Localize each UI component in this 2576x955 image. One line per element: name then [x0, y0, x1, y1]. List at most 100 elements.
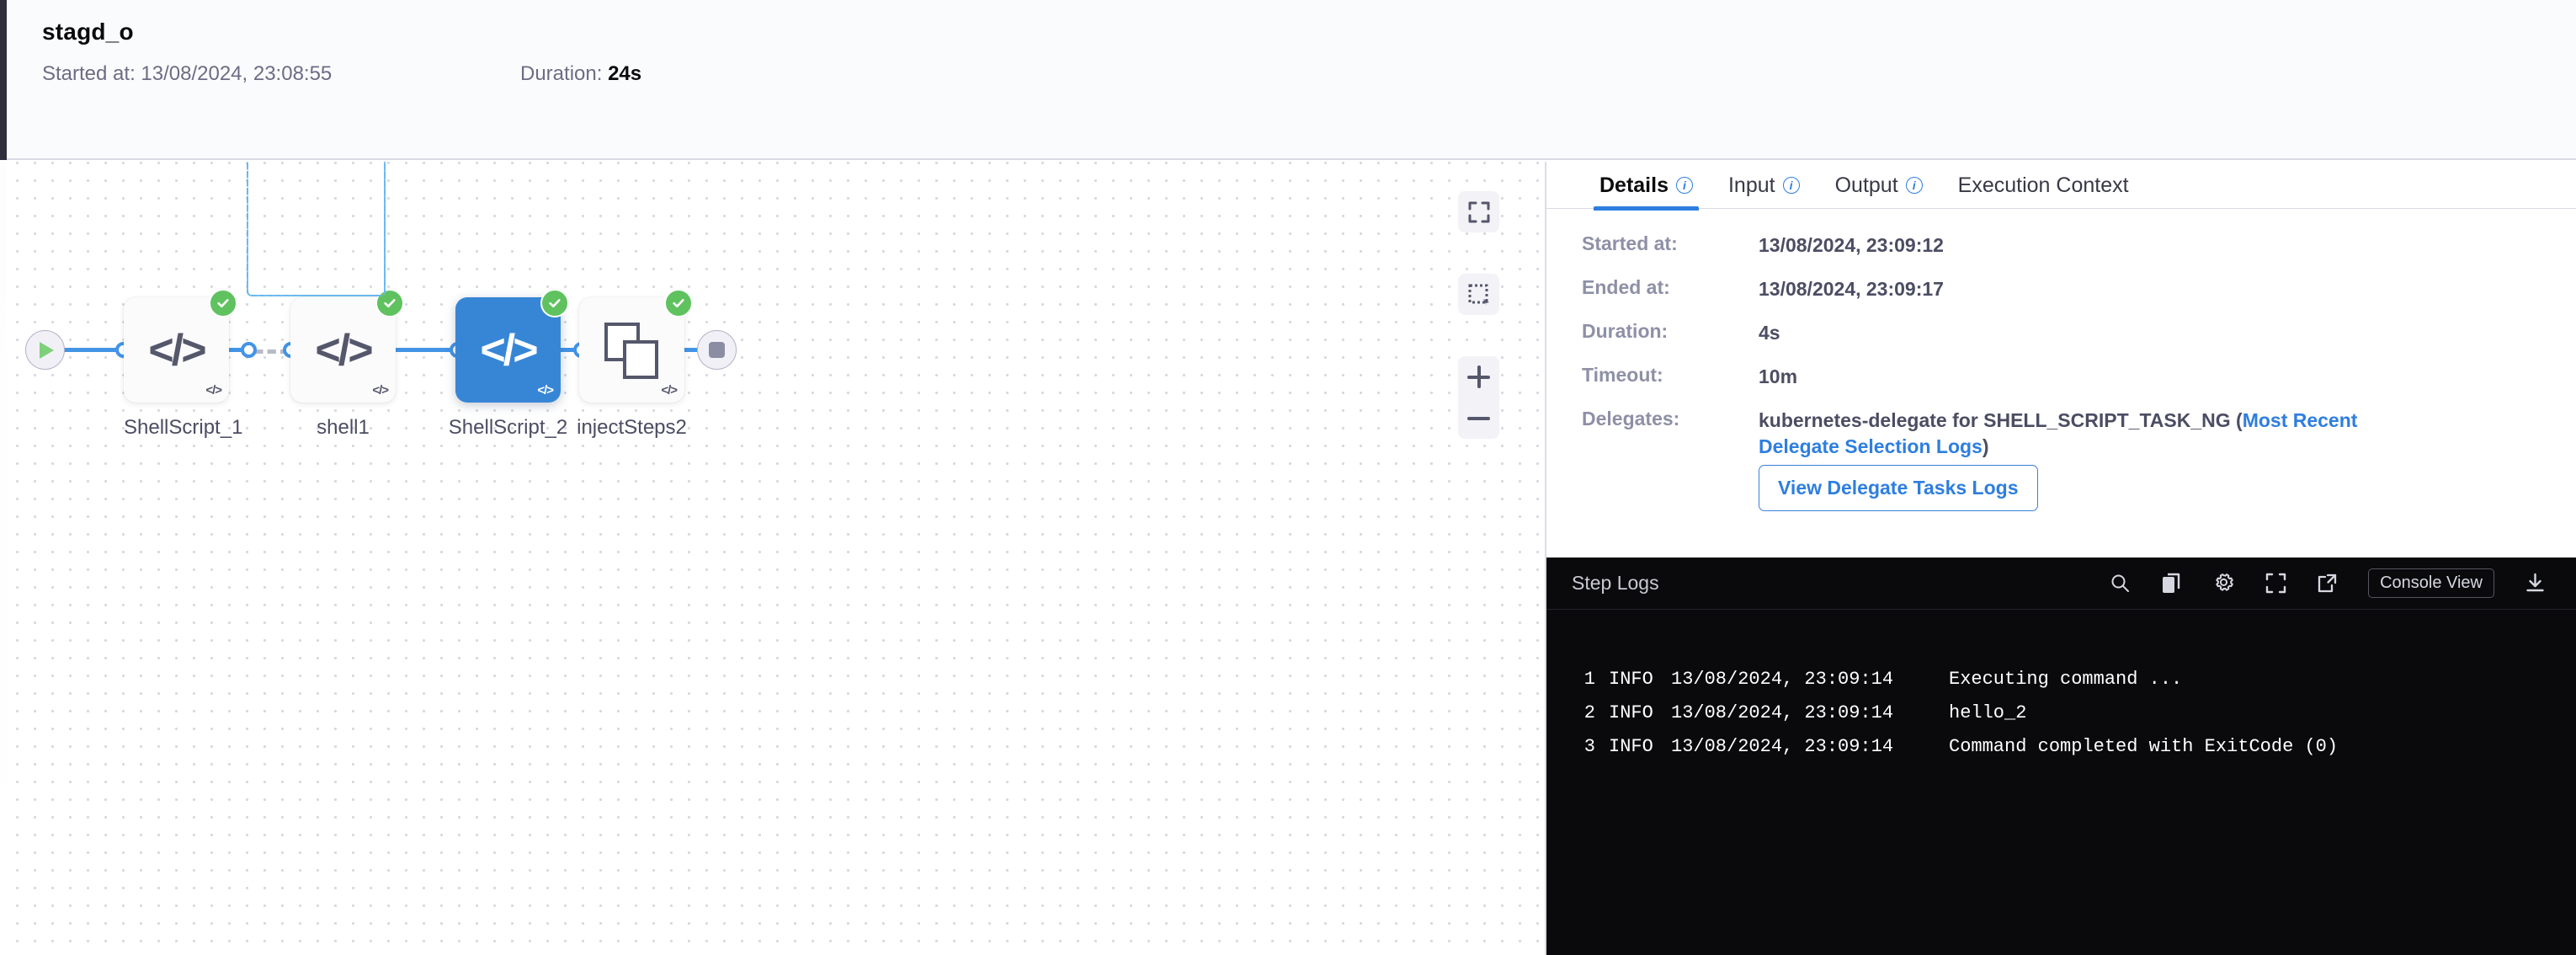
tab-input-label: Input: [1727, 173, 1775, 197]
play-icon: [40, 341, 54, 359]
duration-label: Duration:: [520, 62, 609, 85]
info-icon[interactable]: i: [1782, 177, 1800, 194]
pipeline-canvas[interactable]: </> </> ShellScript_1 </> </> shell1: [0, 162, 1545, 955]
status-badge-success: [664, 289, 693, 317]
log-lines[interactable]: 1 INFO 13/08/2024, 23:09:14 Executing co…: [1546, 610, 2576, 763]
pipeline-start-node[interactable]: [25, 330, 65, 370]
step-label-shell1: shell1: [317, 416, 370, 439]
detail-row-started-at: Started at: 13/08/2024, 23:09:12: [1582, 232, 2541, 259]
execution-header: stagd_o Started at: 13/08/2024, 23:08:55…: [0, 0, 2576, 160]
console-view-toggle[interactable]: Console View: [2368, 568, 2494, 598]
edge-start-to-shellscript1: [49, 348, 125, 352]
info-icon[interactable]: i: [1905, 177, 1923, 194]
detail-row-delegates: Delegates: kubernetes-delegate for SHELL…: [1582, 408, 2541, 512]
step-logs-console: Step Logs: [1546, 558, 2576, 955]
delegates-tail: ): [1982, 435, 1989, 458]
tab-execution-context[interactable]: Execution Context: [1940, 162, 2147, 209]
log-timestamp: 13/08/2024, 23:09:14: [1671, 735, 1894, 757]
step-label-injectsteps2: injectSteps2: [577, 416, 687, 439]
log-line-number: 1: [1583, 668, 1595, 690]
delegates-value: kubernetes-delegate for SHELL_SCRIPT_TAS…: [1759, 408, 2398, 512]
log-message: hello_2: [1949, 702, 2027, 723]
tab-details-label: Details: [1599, 173, 1669, 197]
step-node-shell1[interactable]: </> </>: [290, 289, 404, 403]
started-at-value: 13/08/2024, 23:08:55: [141, 62, 333, 85]
delegates-text: kubernetes-delegate for SHELL_SCRIPT_TAS…: [1759, 409, 2243, 432]
zoom-in-button[interactable]: [1458, 356, 1499, 397]
marquee-select-icon: [1468, 284, 1489, 306]
code-icon: </>: [480, 325, 538, 375]
tab-input[interactable]: Input i: [1711, 162, 1818, 209]
delegates-label: Delegates:: [1582, 408, 1680, 430]
details-content: Started at: 13/08/2024, 23:09:12 Ended a…: [1546, 209, 2576, 512]
log-timestamp: 13/08/2024, 23:09:14: [1671, 668, 1894, 690]
started-at-meta: Started at: 13/08/2024, 23:08:55: [42, 62, 332, 86]
status-badge-success: [540, 289, 569, 317]
step-node-shellscript1[interactable]: </> </>: [124, 289, 237, 403]
pipeline-end-node[interactable]: [697, 330, 737, 370]
gear-icon[interactable]: [2212, 572, 2235, 595]
zoom-controls[interactable]: [1458, 356, 1499, 439]
edge-group-to-shellscript2: [386, 348, 463, 352]
details-tabs: Details i Input i Output i Execution Con…: [1546, 162, 2576, 211]
stop-icon: [709, 342, 725, 358]
code-icon: </>: [148, 325, 206, 375]
selection-mode-button[interactable]: [1458, 274, 1499, 315]
page-title: stagd_o: [42, 19, 134, 45]
ended-at-value: 13/08/2024, 23:09:17: [1759, 278, 1944, 301]
group-box-injectsteps1[interactable]: [247, 162, 386, 296]
duration-label: Duration:: [1582, 320, 1669, 343]
delegate-selection-logs-link[interactable]: Most Recent Delegate Selection Logs: [1759, 409, 2358, 458]
timeout-label: Timeout:: [1582, 364, 1663, 387]
detail-row-duration: Duration: 4s: [1582, 320, 2541, 346]
detail-row-ended-at: Ended at: 13/08/2024, 23:09:17: [1582, 276, 2541, 302]
log-level: INFO: [1609, 702, 1653, 723]
timeout-value: 10m: [1759, 365, 1798, 388]
tab-output-label: Output: [1834, 173, 1898, 197]
edge-group-in-dashed: [253, 349, 290, 354]
log-line: 3 INFO 13/08/2024, 23:09:14 Command comp…: [1546, 729, 2576, 763]
log-message: Executing command ...: [1949, 668, 2183, 690]
open-external-icon[interactable]: [2317, 573, 2338, 594]
code-badge-icon: </>: [372, 383, 389, 397]
step-logs-actions: Console View: [2110, 568, 2546, 598]
step-node-shellscript2[interactable]: </> </>: [455, 289, 569, 403]
canvas-left-edge: [0, 162, 7, 955]
code-badge-icon: </>: [661, 383, 678, 397]
tab-output[interactable]: Output i: [1818, 162, 1940, 209]
log-level: INFO: [1609, 735, 1653, 757]
port-group-in[interactable]: [241, 342, 257, 358]
detail-row-timeout: Timeout: 10m: [1582, 364, 2541, 390]
download-icon[interactable]: [2525, 573, 2546, 594]
view-delegate-tasks-logs-button[interactable]: View Delegate Tasks Logs: [1759, 465, 2038, 512]
started-at-label: Started at:: [42, 62, 141, 85]
zoom-out-button[interactable]: [1458, 397, 1499, 439]
minus-icon: [1467, 416, 1490, 420]
step-label-shellscript1: ShellScript_1: [124, 416, 243, 439]
log-timestamp: 13/08/2024, 23:09:14: [1671, 702, 1894, 723]
step-label-shellscript2: ShellScript_2: [448, 416, 568, 439]
log-line-number: 2: [1583, 702, 1595, 723]
ended-at-label: Ended at:: [1582, 276, 1670, 299]
started-at-label: Started at:: [1582, 232, 1678, 254]
code-badge-icon: </>: [205, 383, 222, 397]
template-copy-icon: [604, 322, 660, 379]
step-details-panel: Details i Input i Output i Execution Con…: [1545, 162, 2576, 955]
code-badge-icon: </>: [537, 383, 554, 397]
expand-icon: [1468, 201, 1489, 222]
info-icon[interactable]: i: [1675, 177, 1693, 194]
started-at-value: 13/08/2024, 23:09:12: [1759, 234, 1944, 256]
copy-icon[interactable]: [2161, 573, 2182, 595]
tab-details[interactable]: Details i: [1582, 162, 1711, 211]
duration-meta: Duration: 24s: [520, 62, 641, 86]
status-badge-success: [209, 289, 237, 317]
step-node-injectsteps2[interactable]: </>: [579, 289, 693, 403]
duration-value: 24s: [608, 62, 642, 85]
tab-execution-context-label: Execution Context: [1957, 173, 2129, 197]
status-badge-success: [375, 289, 404, 317]
search-icon[interactable]: [2110, 573, 2131, 594]
log-line: 1 INFO 13/08/2024, 23:09:14 Executing co…: [1546, 662, 2576, 696]
fit-to-screen-button[interactable]: [1458, 191, 1499, 232]
fullscreen-icon[interactable]: [2265, 573, 2286, 594]
code-icon: </>: [315, 325, 373, 375]
